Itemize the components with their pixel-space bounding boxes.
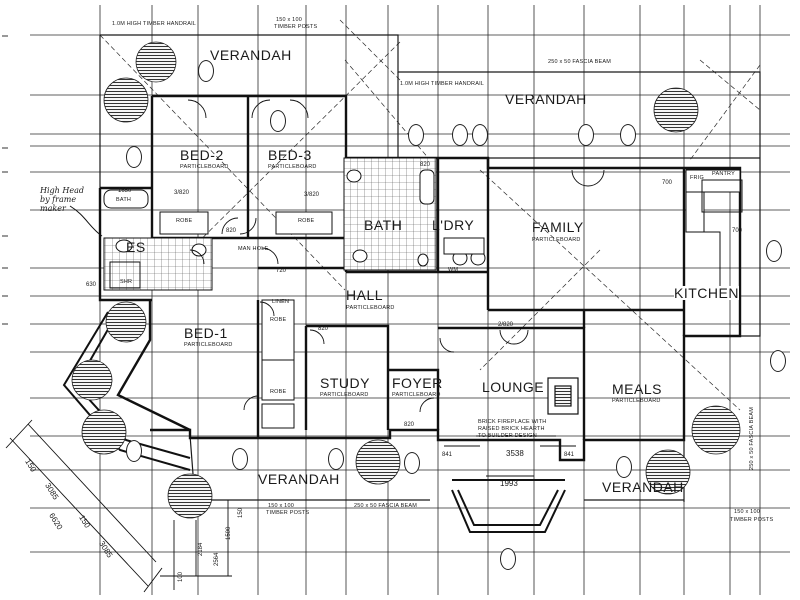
window-tag — [616, 456, 632, 478]
room-label-meals: MEALS — [612, 381, 662, 397]
note-handrail-right: 1.0M HIGH TIMBER HANDRAIL — [400, 81, 485, 87]
fireplace — [547, 377, 579, 415]
note-fireplace-2: RAISED BRICK HEARTH — [478, 426, 545, 432]
dim-700-right: 700 — [732, 228, 743, 234]
note-fascia-bottom: 250 x 50 FASCIA BEAM — [354, 503, 418, 509]
note-pantry: PANTRY — [712, 171, 736, 177]
note-posts-top-2: TIMBER POSTS — [274, 24, 318, 30]
finish-label-foyer: PARTICLEBOARD — [392, 392, 441, 398]
dim-2564: 2564 — [214, 552, 220, 566]
room-label-bath: BATH — [364, 217, 403, 233]
window-tag — [452, 124, 468, 146]
window-tag — [198, 60, 214, 82]
note-fascia-right: 250 x 50 FASCIA BEAM — [749, 406, 755, 470]
hand-note-arrow — [69, 205, 103, 237]
room-label-bed1: BED-1 — [184, 325, 228, 341]
note-posts-bottom: 150 x 100 — [268, 503, 294, 509]
note-shower: SHR — [120, 279, 133, 285]
room-label-kitchen: KITCHEN — [674, 285, 739, 301]
window-tag — [270, 110, 286, 132]
window-tag — [408, 124, 424, 146]
finish-label-study: PARTICLEBOARD — [320, 392, 369, 398]
note-fireplace-1: BRICK FIREPLACE WITH — [478, 419, 547, 425]
note-handrail-top: 1.0M HIGH TIMBER HANDRAIL — [112, 21, 197, 27]
note-fascia-top: 250 x 50 FASCIA BEAM — [548, 59, 612, 65]
dim-1993: 1993 — [500, 479, 518, 488]
bay-window-lounge — [451, 479, 566, 533]
note-bath-ensuite: BATH — [116, 197, 132, 203]
note-fridge: FRIG — [690, 175, 704, 181]
dim-820-study: 820 — [318, 326, 329, 332]
finish-label-bed2: PARTICLEBOARD — [180, 164, 229, 170]
kitchen-benches — [685, 169, 743, 291]
note-robe-hall-2: ROBE — [270, 389, 287, 395]
note-washing-machine: WM — [448, 267, 459, 273]
note-handwritten: High Head by frame maker — [40, 186, 84, 213]
dim-150-c: 150 — [238, 507, 244, 518]
dimension-lines — [5, 419, 576, 593]
dim-630: 630 — [86, 282, 97, 288]
dim-700-top: 700 — [662, 180, 673, 186]
margin-ticks — [2, 35, 8, 325]
window-tag — [500, 548, 516, 570]
note-robe-hall-1: ROBE — [270, 317, 287, 323]
dim-1650: 1650 — [118, 188, 132, 194]
note-man-hole: MAN HOLE — [238, 246, 269, 252]
window-tag — [578, 124, 594, 146]
finish-label-family: PARTICLEBOARD — [532, 237, 581, 243]
dim-100: 100 — [178, 571, 184, 582]
room-label-study: STUDY — [320, 375, 370, 391]
dim-841-left: 841 — [442, 452, 453, 458]
dim-1500: 1500 — [226, 526, 232, 540]
finish-label-meals: PARTICLEBOARD — [612, 398, 661, 404]
dim-820-bath: 820 — [420, 162, 431, 168]
room-label-verandah-bottom: VERANDAH — [258, 471, 340, 487]
window-tag — [126, 146, 142, 168]
room-label-hall: HALL — [346, 287, 384, 303]
room-label-lounge: LOUNGE — [482, 379, 545, 395]
room-label-ldry: L'DRY — [432, 217, 475, 233]
finish-label-bed3: PARTICLEBOARD — [268, 164, 317, 170]
fixtures — [103, 169, 486, 289]
note-posts-bottom-2: TIMBER POSTS — [266, 510, 310, 516]
note-posts-top: 150 x 100 — [276, 17, 302, 23]
note-posts-bottom-right: 150 x 100 — [734, 509, 760, 515]
dim-3-820-right: 3/820 — [304, 192, 320, 198]
note-robe-bed3: ROBE — [298, 218, 315, 224]
window-tag — [126, 440, 142, 462]
note-robe-bed2: ROBE — [176, 218, 193, 224]
note-linen: LINEN — [272, 299, 290, 305]
note-fireplace-3: TO BUILDER DESIGN — [478, 433, 537, 439]
window-tag — [766, 240, 782, 262]
window-tag — [620, 124, 636, 146]
dim-2184: 2184 — [198, 542, 204, 556]
dim-820-hall: 820 — [226, 228, 237, 234]
robes — [159, 211, 333, 429]
dim-720: 720 — [276, 268, 287, 274]
dim-841-right: 841 — [564, 452, 575, 458]
room-label-verandah-top-right: VERANDAH — [505, 91, 587, 107]
room-label-family: FAMILY — [532, 219, 584, 235]
room-label-verandah-bottom-right: VERANDAH — [602, 479, 684, 495]
finish-label-hall: PARTICLEBOARD — [346, 305, 395, 311]
window-tag — [770, 350, 786, 372]
note-posts-bottom-right-2: TIMBER POSTS — [730, 517, 774, 523]
window-tag — [472, 124, 488, 146]
dim-820-foyer: 820 — [404, 422, 415, 428]
window-tag — [404, 452, 420, 474]
room-label-bed2: BED-2 — [180, 147, 224, 163]
dim-3538: 3538 — [506, 449, 524, 458]
room-label-ensuite: ES — [126, 239, 146, 255]
door-swings — [187, 99, 605, 413]
landscape-trees — [71, 41, 741, 519]
window-tag — [328, 448, 344, 470]
room-label-verandah-top-left: VERANDAH — [210, 47, 292, 63]
dim-3-820-left: 3/820 — [174, 190, 190, 196]
dim-2-820: 2/820 — [498, 322, 514, 328]
room-label-bed3: BED-3 — [268, 147, 312, 163]
finish-label-bed1: PARTICLEBOARD — [184, 342, 233, 348]
room-label-foyer: FOYER — [392, 375, 443, 391]
window-tag — [232, 448, 248, 470]
